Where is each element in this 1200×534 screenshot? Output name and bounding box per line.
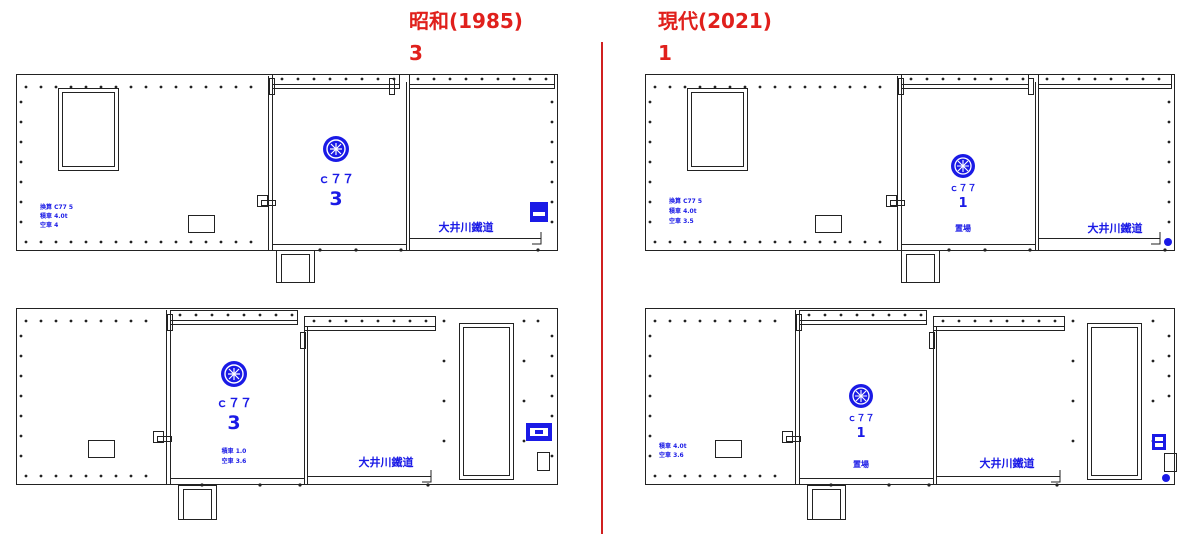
step: [276, 250, 315, 283]
emblem-icon: [849, 384, 873, 408]
operator-name: 大井川鐵道: [439, 220, 494, 234]
window-frame: [58, 88, 119, 171]
car-number: 1: [856, 426, 865, 441]
side-panel: [459, 323, 514, 480]
wheel-icon: [1164, 238, 1172, 246]
panel-showa-side-a: ｃ７７ 3 換算 C77 5 積車 4.0t 空車 4 大井川鐵道: [16, 74, 558, 283]
era-title-modern: 現代(2021): [658, 9, 772, 33]
spec-line: 積車 1.0: [221, 447, 247, 455]
door-rail: [901, 74, 1029, 89]
spec-line: 積車 4.0t: [658, 442, 687, 450]
spec-line: 空車 3.5: [669, 217, 694, 225]
placard: [815, 215, 842, 233]
small-hatch: [1164, 453, 1177, 472]
spec-line: 空車 3.6: [659, 451, 684, 459]
door-rail: [799, 310, 927, 325]
emblem-icon: [221, 361, 247, 387]
spec-line: 空車 4: [40, 221, 58, 229]
era-number-showa: 3: [409, 41, 423, 65]
door-rail: [272, 74, 400, 89]
panel-modern-side-b: ｃ７７ 1 置場 積車 4.0t 空車 3.6 大井川鐵道: [645, 308, 1177, 520]
panel-showa-side-b: ｃ７７ 3 積車 1.0 空車 3.6 大井川鐵道: [16, 308, 558, 520]
car-type-label: ｃ７７: [847, 413, 874, 424]
sign-icon: [1152, 434, 1166, 450]
operator-name: 大井川鐵道: [359, 455, 414, 469]
placard: [188, 215, 215, 233]
station-mark: 置場: [955, 223, 971, 233]
car-body-outline: [645, 308, 1175, 485]
side-panel: [1087, 323, 1142, 480]
door-rail: [409, 74, 555, 89]
spec-line: 換算 C77 5: [669, 197, 702, 205]
car-type-label: ｃ７７: [318, 172, 354, 186]
door-rail: [304, 316, 436, 331]
placard: [88, 440, 115, 458]
window-frame: [687, 88, 748, 171]
door-rail: [170, 310, 298, 325]
panel-modern-side-a: ｃ７７ 1 置場 換算 C77 5 積車 4.0t 空車 3.5 大井川鐵道: [645, 74, 1175, 283]
era-divider: [601, 42, 603, 534]
emblem-icon: [323, 136, 349, 162]
station-mark: 置場: [853, 459, 869, 469]
placard: [715, 440, 742, 458]
car-number: 1: [958, 196, 967, 211]
operator-name: 大井川鐵道: [980, 456, 1035, 470]
step: [178, 485, 217, 520]
car-type-label: ｃ７７: [949, 183, 976, 194]
spec-line: 積車 4.0t: [39, 212, 68, 220]
operator-name: 大井川鐵道: [1088, 221, 1143, 235]
step: [807, 485, 846, 520]
car-type-label: ｃ７７: [216, 396, 252, 410]
step: [901, 250, 940, 283]
era-number-modern: 1: [658, 41, 672, 65]
car-number: 3: [329, 188, 342, 210]
spec-line: 空車 3.6: [222, 457, 247, 465]
sign-icon: [530, 202, 548, 222]
door-rail: [1038, 74, 1172, 89]
small-hatch: [537, 452, 550, 471]
emblem-icon: [951, 154, 975, 178]
spec-line: 換算 C77 5: [40, 203, 73, 211]
spec-line: 積車 4.0t: [668, 207, 697, 215]
wheel-icon: [1162, 474, 1170, 482]
era-title-showa: 昭和(1985): [409, 9, 523, 33]
car-number: 3: [227, 412, 240, 434]
door-rail: [933, 316, 1065, 331]
sign-icon: [526, 423, 552, 441]
car-body-outline: [16, 308, 558, 485]
